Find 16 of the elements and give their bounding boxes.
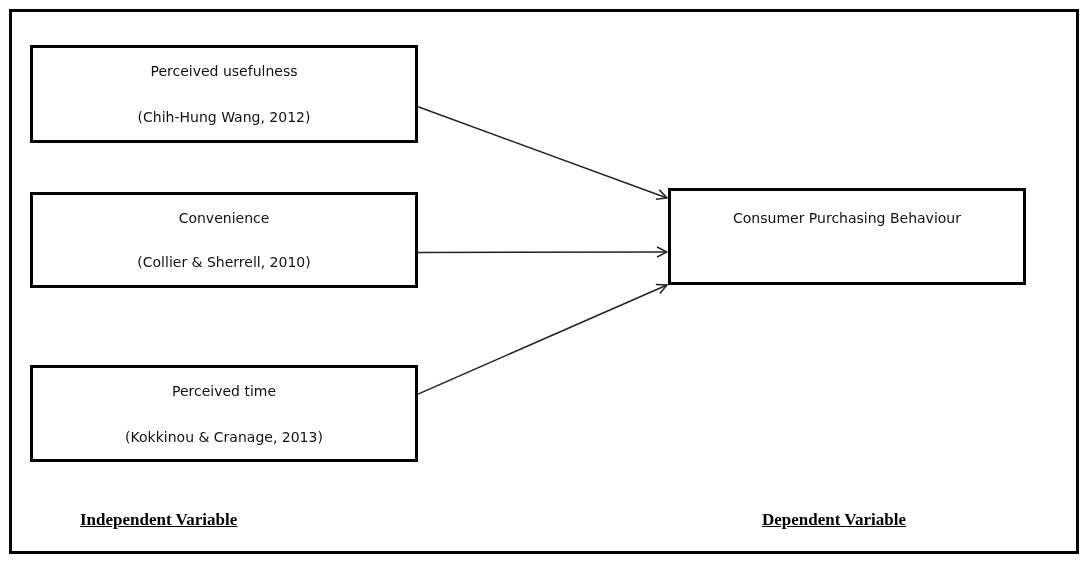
variable-box [30,365,418,462]
variable-name: Convenience [178,209,270,227]
variable-name: Consumer Purchasing Behaviour [733,209,961,227]
variable-box [668,188,1026,285]
citation: (Kokkinou & Cranage, 2013) [125,428,323,446]
section-heading: Independent Variable [80,510,238,530]
section-heading: Dependent Variable [762,510,907,530]
variable-box [30,192,418,288]
arrow [417,106,668,200]
variable-name: Perceived usefulness [150,62,298,80]
citation: (Collier & Sherrell, 2010) [137,253,311,271]
arrow [417,283,668,395]
variable-box [30,45,418,143]
variable-name: Perceived time [171,382,277,400]
arrow [417,246,668,258]
citation: (Chih-Hung Wang, 2012) [137,108,311,126]
